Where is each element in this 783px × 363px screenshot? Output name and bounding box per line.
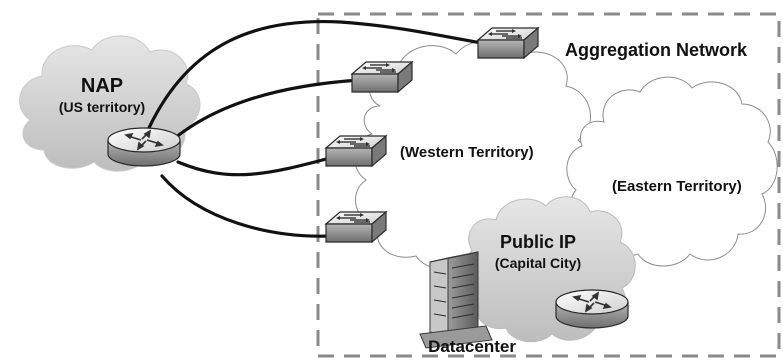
western-territory-label: (Western Territory) — [400, 144, 534, 161]
eastern-territory-label: (Eastern Territory) — [612, 178, 742, 195]
public-ip-title: Public IP — [500, 232, 576, 252]
western-switch-middle-icon — [325, 135, 387, 167]
western-switch-lower-icon — [325, 211, 387, 243]
western-switch-upper-icon — [351, 61, 413, 93]
datacenter-label: Datacenter — [428, 337, 516, 356]
link-nap-to-switch-middle — [176, 156, 332, 177]
eastern-territory-cloud — [566, 76, 778, 267]
nap-title: NAP — [81, 75, 123, 97]
aggregation-network-label: Aggregation Network — [565, 40, 748, 60]
public-ip-router-icon — [555, 289, 629, 329]
network-links — [146, 19, 490, 238]
aggregation-switch-icon — [477, 27, 539, 59]
nap-router-icon — [107, 127, 181, 167]
link-nap-to-switch-lower — [160, 174, 332, 238]
link-nap-to-switch-upper — [168, 78, 362, 144]
datacenter-building-icon — [419, 251, 493, 349]
public-ip-subtitle: (Capital City) — [495, 255, 581, 271]
nap-subtitle: (US territory) — [59, 99, 145, 115]
link-nap-to-aggregation-switch — [146, 19, 490, 132]
aggregation-network-boundary — [316, 12, 781, 358]
